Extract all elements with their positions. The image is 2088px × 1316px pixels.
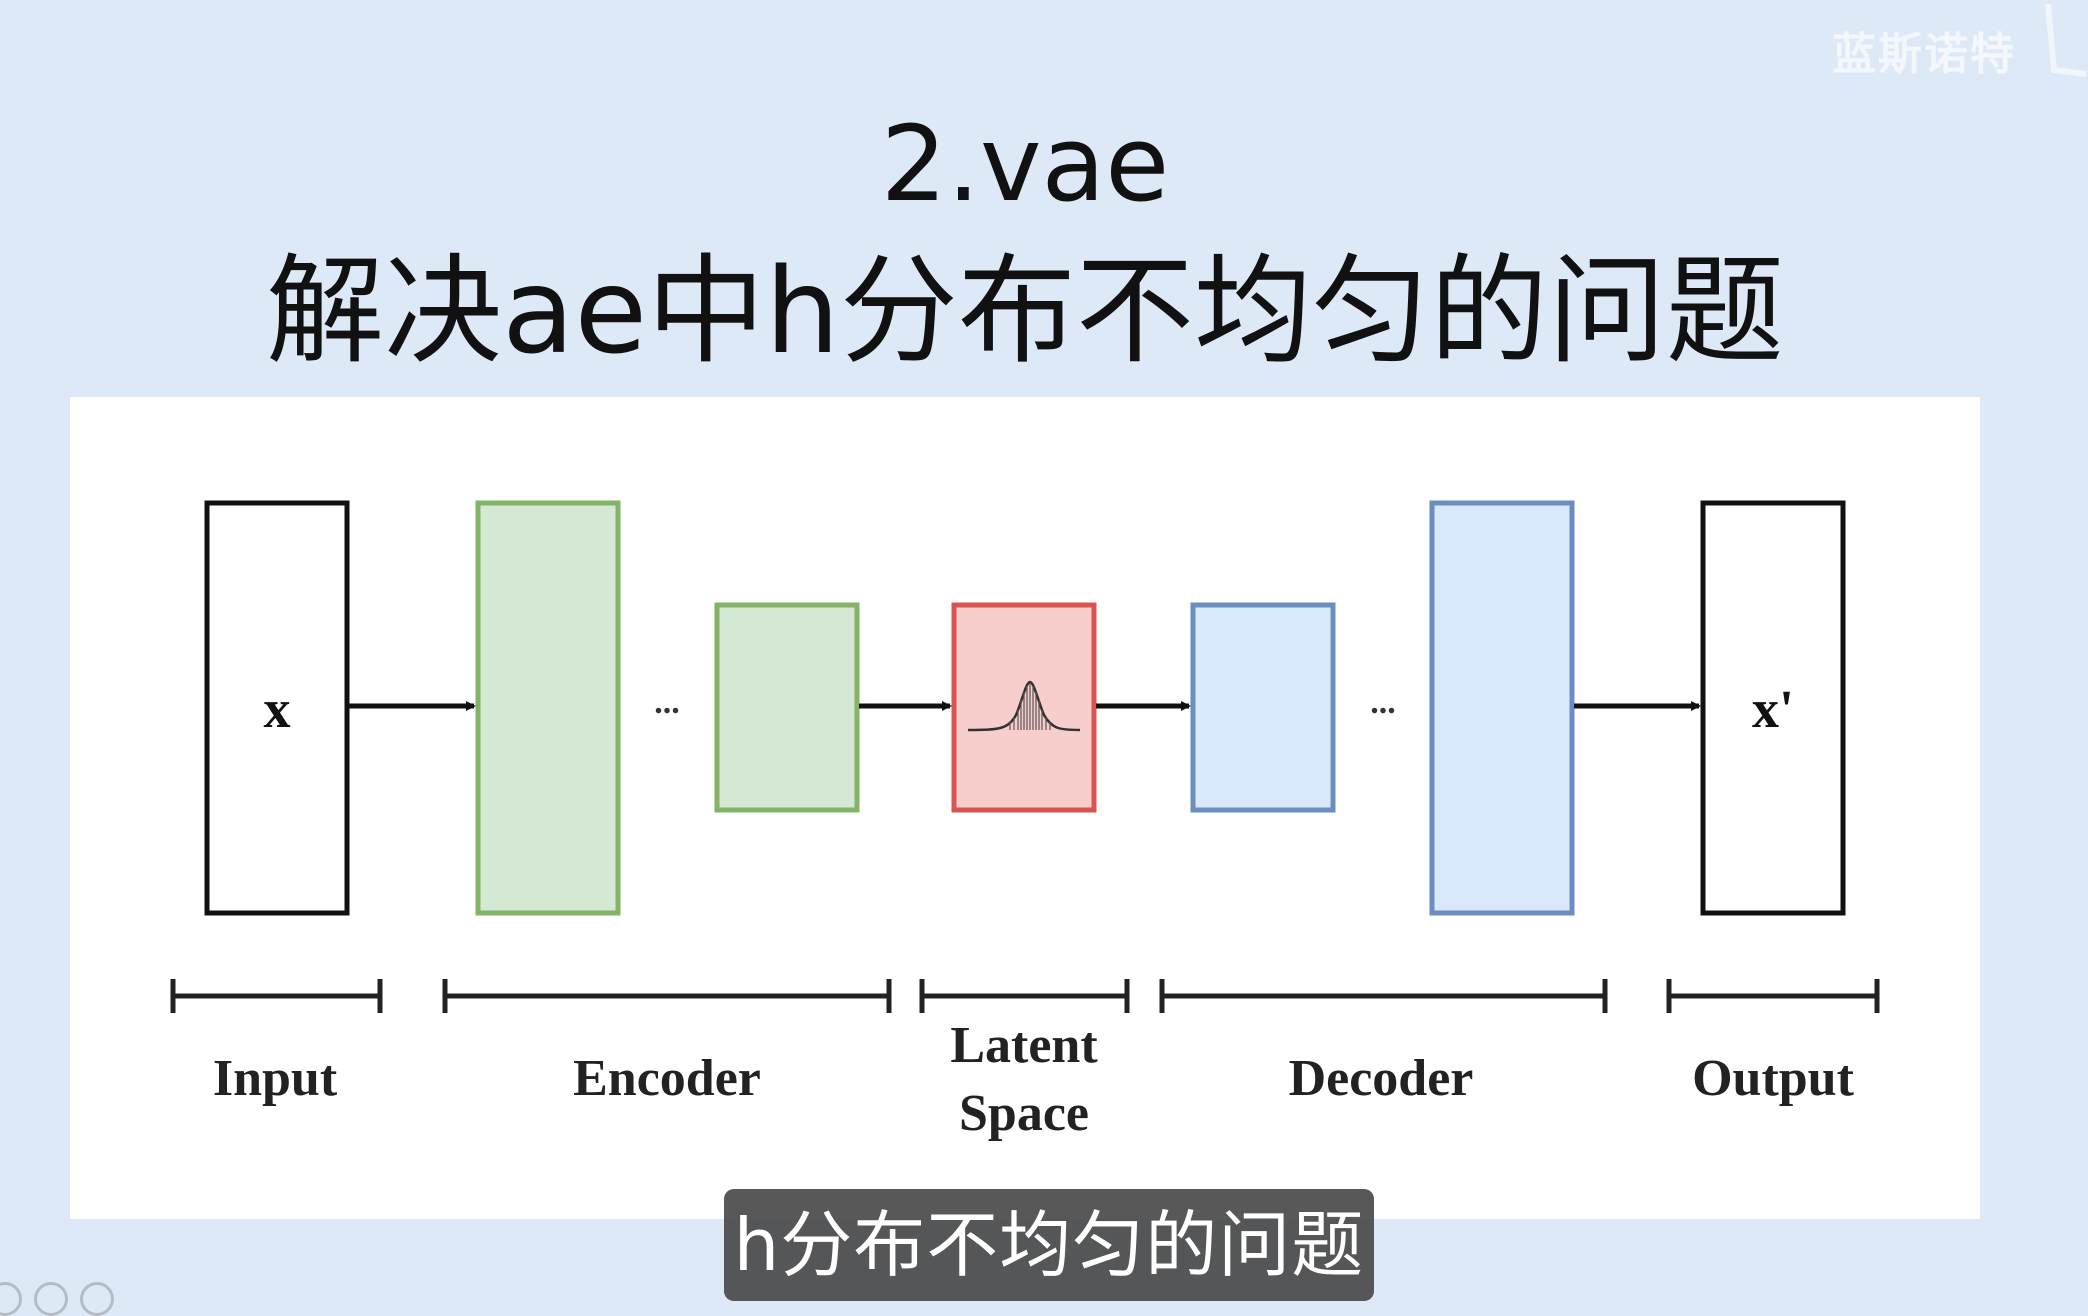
more-icon[interactable] — [80, 1282, 114, 1316]
input-symbol: x — [264, 679, 291, 739]
zoom-icon[interactable] — [34, 1282, 68, 1316]
vae-diagram-svg: x x' ... ... — [170, 500, 1880, 1142]
label-latent-line1: Latent — [950, 1017, 1098, 1074]
latent-bracket — [919, 979, 1130, 1013]
output-symbol: x' — [1752, 679, 1794, 739]
decoder-large-box — [1429, 500, 1575, 916]
decoder-bracket — [1159, 979, 1608, 1013]
slide-title: 2.vae — [880, 103, 1170, 225]
encoder-large-box — [475, 500, 621, 916]
label-encoder: Encoder — [573, 1050, 761, 1107]
encoder-small-box — [714, 602, 860, 813]
output-bracket — [1666, 979, 1880, 1013]
video-subtitle: h分布不均匀的问题 — [724, 1189, 1374, 1301]
fullscreen-icon[interactable] — [0, 1282, 22, 1316]
label-output: Output — [1692, 1050, 1855, 1107]
label-latent-line2: Space — [959, 1085, 1089, 1142]
label-decoder: Decoder — [1289, 1050, 1474, 1107]
player-controls — [0, 1282, 140, 1316]
input-box — [204, 500, 350, 916]
decoder-small-box — [1190, 602, 1336, 813]
vae-diagram: x x' ... ... — [70, 397, 1980, 1219]
label-input: Input — [213, 1050, 338, 1107]
watermark-text: 蓝斯诺特 — [1832, 29, 2016, 80]
gaussian-distribution-icon — [967, 680, 1081, 732]
encoder-ellipsis: ... — [654, 684, 680, 721]
slide-subtitle: 解决ae中h分布不均匀的问题 — [266, 242, 1784, 380]
output-box — [1700, 500, 1846, 916]
decoder-ellipsis: ... — [1370, 684, 1396, 721]
input-bracket — [170, 979, 383, 1013]
encoder-bracket — [442, 979, 892, 1013]
watermark-logo-icon — [2045, 3, 2087, 77]
